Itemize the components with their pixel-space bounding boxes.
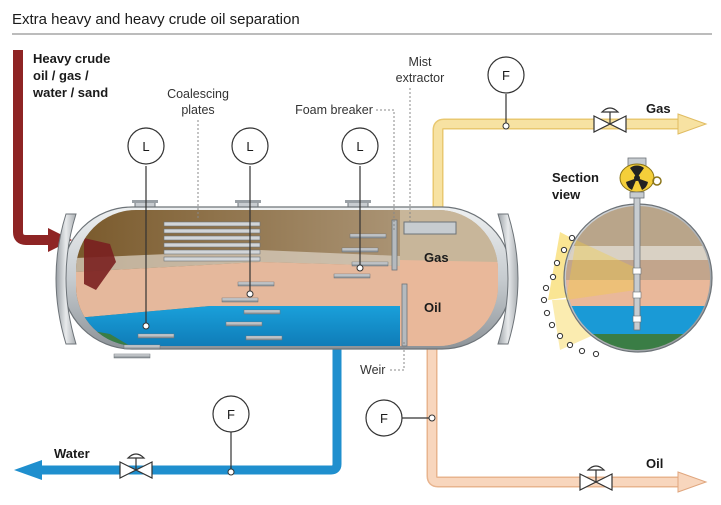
level-transmitter-1: L xyxy=(127,127,165,330)
coalescing-plates-label-line1: Coalescing xyxy=(167,87,229,101)
outlet-label-gas: Gas xyxy=(646,101,671,116)
outlet-label-water: Water xyxy=(54,446,90,461)
level-transmitter-3: L xyxy=(341,127,379,272)
weir-wall xyxy=(401,283,408,347)
oil-zone xyxy=(76,262,400,318)
zone-label-oil: Oil xyxy=(424,300,441,315)
inlet-label-line2: oil / gas / xyxy=(33,68,89,83)
mist-extractor-label-line1: Mist xyxy=(409,55,432,69)
vessel-nozzles xyxy=(132,200,371,211)
water-zone-plates xyxy=(113,333,175,359)
coalescing-plates xyxy=(163,221,261,262)
baffle-wall xyxy=(391,219,398,271)
foam-breaker-label: Foam breaker xyxy=(295,103,373,117)
level-label-2: L xyxy=(246,139,253,154)
flow-meter-gas: F xyxy=(487,56,525,130)
outlet-label-oil: Oil xyxy=(646,456,663,471)
vessel-right-cap xyxy=(497,213,519,345)
inlet-label-line1: Heavy crude xyxy=(33,51,110,66)
zone-label-gas: Gas xyxy=(424,250,449,265)
vessel-left-cap xyxy=(55,213,77,345)
foam-breaker-leader xyxy=(376,109,395,232)
radiometric-probe xyxy=(633,195,641,331)
level-label-3: L xyxy=(356,139,363,154)
water-outlet-arrow xyxy=(14,460,42,480)
oil-pipe-border xyxy=(426,344,680,488)
coalescing-plates-label-line2: plates xyxy=(181,103,214,117)
section-view xyxy=(540,157,713,358)
oil-valve[interactable] xyxy=(579,465,613,491)
flow-label-water: F xyxy=(227,407,235,422)
inlet-pipe xyxy=(13,50,50,245)
gas-pipe xyxy=(434,120,680,218)
flow-label-oil: F xyxy=(380,411,388,426)
mist-extractor xyxy=(403,221,457,235)
oil-zone-plates xyxy=(221,281,283,341)
flow-meter-oil: F xyxy=(365,399,436,437)
section-view-label-line1: Section xyxy=(552,170,599,185)
water-valve[interactable] xyxy=(119,453,153,479)
weir-label: Weir xyxy=(360,363,385,377)
weir-leader xyxy=(390,340,405,371)
inlet-label-line3: water / sand xyxy=(32,85,108,100)
gas-outlet-arrow xyxy=(677,113,708,135)
flow-label-gas: F xyxy=(502,68,510,83)
water-pipe xyxy=(40,344,342,475)
diagram-title: Extra heavy and heavy crude oil separati… xyxy=(12,11,300,28)
flow-meter-water: F xyxy=(212,395,250,476)
section-view-label-line2: view xyxy=(552,187,581,202)
level-transmitter-2: L xyxy=(231,127,269,298)
level-label-1: L xyxy=(142,139,149,154)
detector-array xyxy=(540,234,600,358)
oil-pipe xyxy=(428,344,680,486)
oil-outlet-arrow xyxy=(677,471,708,493)
mist-extractor-label-line2: extractor xyxy=(396,71,445,85)
gas-valve[interactable] xyxy=(593,107,627,133)
